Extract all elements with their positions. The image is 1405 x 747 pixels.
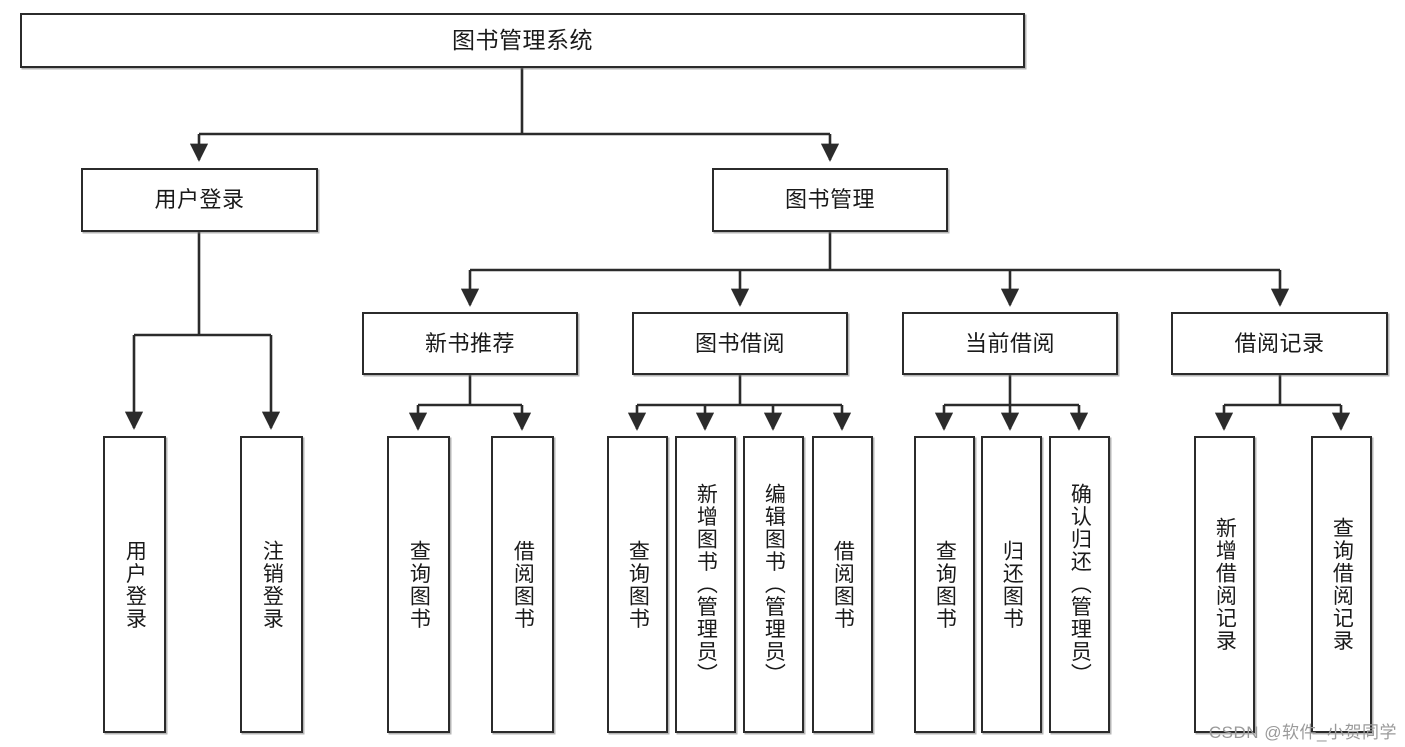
node-borrow-record-label: 借阅记录 [1234,330,1325,356]
leaf-edit-book-label: 编辑图书（管理员） [762,483,786,686]
leaf-confirm-return-label: 确认归还（管理员） [1068,483,1092,686]
leaf-user-login[interactable]: 用户登录 [103,436,166,733]
leaf-confirm-return[interactable]: 确认归还（管理员） [1049,436,1110,733]
node-root[interactable]: 图书管理系统 [20,13,1025,68]
leaf-query-book-2[interactable]: 查询图书 [607,436,668,733]
leaf-query-book-2-label: 查询图书 [626,539,650,630]
leaf-return-book-label: 归还图书 [1000,539,1024,630]
leaf-query-book-1[interactable]: 查询图书 [387,436,450,733]
node-book-manage-label: 图书管理 [784,187,875,213]
node-user-login-label: 用户登录 [154,187,245,213]
node-book-borrow-label: 图书借阅 [694,330,785,356]
node-root-label: 图书管理系统 [452,27,593,54]
leaf-query-book-3[interactable]: 查询图书 [914,436,975,733]
leaf-edit-book[interactable]: 编辑图书（管理员） [743,436,804,733]
leaf-user-login-label: 用户登录 [123,539,147,630]
leaf-borrow-book-1[interactable]: 借阅图书 [491,436,554,733]
node-book-manage[interactable]: 图书管理 [712,168,948,232]
leaf-borrow-book-2-label: 借阅图书 [831,539,855,630]
leaf-query-book-1-label: 查询图书 [407,539,431,630]
watermark-text: CSDN @软件_小贺同学 [1208,723,1397,742]
leaf-add-record-label: 新增借阅记录 [1213,517,1237,652]
node-borrow-record[interactable]: 借阅记录 [1171,312,1388,375]
leaf-user-logout[interactable]: 注销登录 [240,436,303,733]
leaf-query-record[interactable]: 查询借阅记录 [1311,436,1372,733]
node-current-borrow[interactable]: 当前借阅 [902,312,1118,375]
leaf-query-record-label: 查询借阅记录 [1330,517,1354,652]
node-user-login[interactable]: 用户登录 [81,168,318,232]
leaf-add-record[interactable]: 新增借阅记录 [1194,436,1255,733]
leaf-add-book[interactable]: 新增图书（管理员） [675,436,736,733]
leaf-query-book-3-label: 查询图书 [933,539,957,630]
leaf-return-book[interactable]: 归还图书 [981,436,1042,733]
leaf-borrow-book-2[interactable]: 借阅图书 [812,436,873,733]
leaf-borrow-book-1-label: 借阅图书 [511,539,535,630]
node-book-borrow[interactable]: 图书借阅 [632,312,848,375]
leaf-add-book-label: 新增图书（管理员） [694,483,718,686]
leaf-user-logout-label: 注销登录 [260,539,284,630]
node-new-book-recommend[interactable]: 新书推荐 [362,312,578,375]
node-new-book-recommend-label: 新书推荐 [424,330,515,356]
node-current-borrow-label: 当前借阅 [964,330,1055,356]
